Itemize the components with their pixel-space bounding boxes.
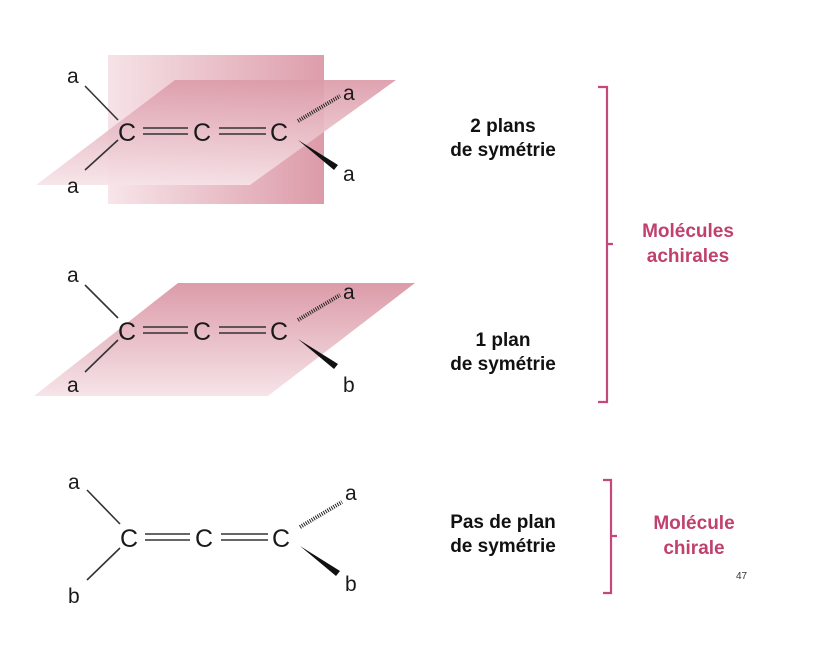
description-line: 1 plan [475, 330, 531, 351]
substituent-bottom-left: a [67, 374, 79, 397]
substituent-top-left: a [68, 471, 80, 494]
substituent-wedge: b [345, 573, 357, 596]
molecule-1: C C C a a a a [36, 55, 396, 204]
chiral-bracket [603, 478, 617, 595]
substituent-top-left: a [67, 65, 79, 88]
achiral-bracket [598, 85, 613, 404]
classification-line: Molécule [653, 513, 735, 534]
atom-c1: C [120, 525, 138, 553]
substituent-hashed: a [343, 281, 355, 304]
symmetry-description-3: Pas de plan de symétrie [424, 511, 582, 559]
substituent-wedge: a [343, 163, 355, 186]
symmetry-description-1: 2 plans de symétrie [428, 115, 578, 163]
molecule-2: C C C a a a b [34, 264, 415, 397]
atom-c2: C [193, 119, 211, 147]
molecule-3: C C C a b a b [68, 471, 357, 608]
atom-c3: C [272, 525, 290, 553]
atom-c1: C [118, 119, 136, 147]
wedge-bond [298, 140, 338, 170]
vertical-plane-front-part [108, 132, 324, 204]
atom-c3: C [270, 318, 288, 346]
classification-line: achirales [646, 246, 730, 267]
description-line: 2 plans [470, 116, 536, 137]
achiral-classification: Molécules achirales [620, 219, 756, 269]
atom-c1: C [118, 318, 136, 346]
substituent-wedge: b [343, 374, 355, 397]
description-line: Pas de plan [450, 512, 556, 533]
classification-line: Molécules [642, 221, 734, 242]
atom-c3: C [270, 119, 288, 147]
page-number: 47 [736, 571, 748, 582]
horizontal-symmetry-plane [34, 283, 415, 396]
atom-c2: C [193, 318, 211, 346]
allene-structure-1: C C C a a a a [67, 65, 355, 198]
substituent-top-left: a [67, 264, 79, 287]
substituent-hashed: a [345, 482, 357, 505]
substituent-bottom-left: b [68, 585, 80, 608]
hashed-bond [298, 500, 344, 529]
description-line: de symétrie [450, 354, 556, 375]
substituent-bottom-left: a [67, 175, 79, 198]
description-line: de symétrie [450, 536, 556, 557]
wedge-bond [300, 546, 340, 576]
chiral-classification: Molécule chirale [640, 511, 748, 561]
horizontal-symmetry-plane [36, 80, 396, 185]
substituent-hashed: a [343, 82, 355, 105]
atom-c2: C [195, 525, 213, 553]
wedge-bond [298, 339, 338, 369]
classification-line: chirale [663, 538, 725, 559]
symmetry-description-2: 1 plan de symétrie [428, 329, 578, 377]
description-line: de symétrie [450, 140, 556, 161]
allene-structure-2: C C C a a a b [67, 264, 355, 397]
